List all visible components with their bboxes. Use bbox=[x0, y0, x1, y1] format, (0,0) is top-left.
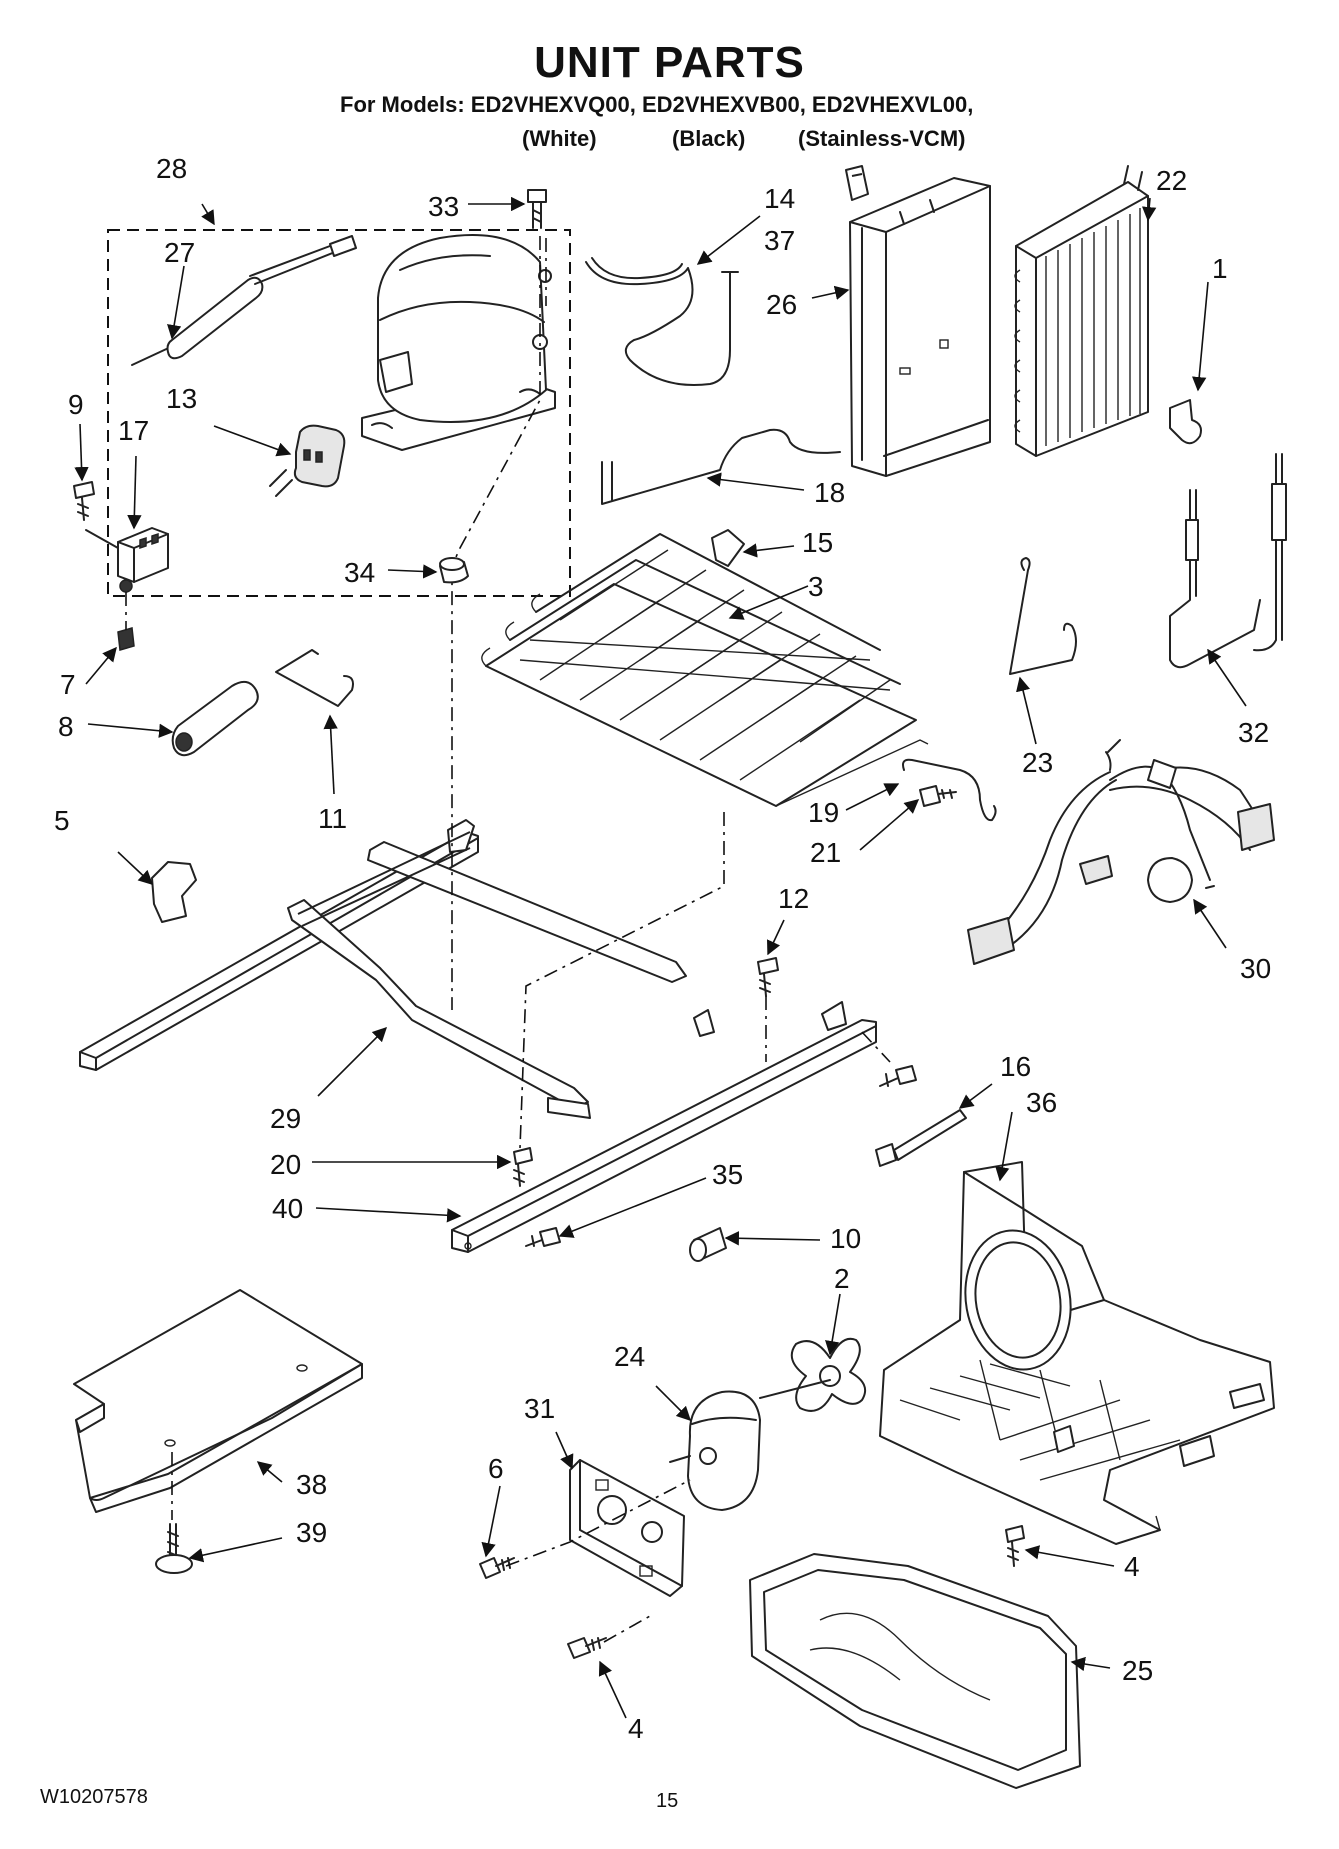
condenser-22-part bbox=[1014, 165, 1149, 457]
callout-34: 34 bbox=[344, 557, 375, 588]
callout-3: 3 bbox=[808, 571, 824, 602]
callout-23: 23 bbox=[1022, 747, 1053, 778]
callout-21: 21 bbox=[810, 837, 841, 868]
callout-36: 36 bbox=[1026, 1087, 1057, 1118]
callout-28: 28 bbox=[156, 153, 187, 184]
start-device-part bbox=[85, 527, 169, 593]
tube-19-part bbox=[902, 758, 997, 822]
cylinder-8-part bbox=[171, 680, 259, 757]
callout-5: 5 bbox=[54, 805, 70, 836]
align-screw4b bbox=[603, 1615, 651, 1643]
bracket-31-part bbox=[569, 1459, 685, 1597]
callout-4b: 4 bbox=[628, 1713, 644, 1744]
callout-4a: 4 bbox=[1124, 1551, 1140, 1582]
rail-40-part bbox=[451, 1001, 877, 1253]
callout-35: 35 bbox=[712, 1159, 743, 1190]
tie-16-part bbox=[875, 1109, 967, 1167]
panel-38-part bbox=[73, 1289, 363, 1513]
screw-21-part bbox=[919, 785, 957, 807]
callout-6: 6 bbox=[488, 1453, 504, 1484]
grommet-34-part bbox=[439, 557, 469, 584]
page-title: UNIT PARTS bbox=[534, 38, 805, 87]
callout-2: 2 bbox=[834, 1263, 850, 1294]
align-34 bbox=[451, 236, 541, 1010]
callout-24: 24 bbox=[614, 1341, 645, 1372]
callout-17: 17 bbox=[118, 415, 149, 446]
callout-20: 20 bbox=[270, 1149, 301, 1180]
screw-6-part bbox=[479, 1557, 515, 1579]
leader-lines bbox=[74, 196, 1247, 1719]
shroud-26-part bbox=[849, 177, 991, 477]
callout-14: 14 bbox=[764, 183, 795, 214]
screw-9-part bbox=[73, 481, 95, 521]
align-motor bbox=[505, 1479, 691, 1567]
evaporator-3-part bbox=[481, 533, 929, 807]
variant-stainless: (Stainless-VCM) bbox=[798, 126, 966, 151]
relay-part bbox=[269, 424, 346, 497]
models-line: For Models: ED2VHEXVQ00, ED2VHEXVB00, ED… bbox=[340, 92, 974, 117]
callout-27: 27 bbox=[164, 237, 195, 268]
screw-4b-part bbox=[567, 1637, 607, 1659]
align-frame-end bbox=[861, 1031, 891, 1063]
fan-motor-24-part bbox=[669, 1390, 761, 1511]
base-36-part bbox=[879, 1161, 1275, 1545]
screw-4a-part bbox=[1005, 1525, 1025, 1567]
callout-labels: 1 2 3 4 4 5 6 7 8 9 10 11 12 13 14 15 16… bbox=[54, 153, 1271, 1744]
callout-13: 13 bbox=[166, 383, 197, 414]
compressor-part bbox=[361, 234, 556, 451]
callout-30: 30 bbox=[1240, 953, 1271, 984]
callout-9: 9 bbox=[68, 389, 84, 420]
clip-15-part bbox=[711, 529, 745, 567]
harness-30-part bbox=[967, 739, 1275, 965]
variant-black: (Black) bbox=[672, 126, 746, 151]
bracket-5-part bbox=[151, 861, 197, 923]
screw-35-part bbox=[525, 1065, 917, 1247]
callout-15: 15 bbox=[802, 527, 833, 558]
callout-18: 18 bbox=[814, 477, 845, 508]
callout-29: 29 bbox=[270, 1103, 301, 1134]
callout-8: 8 bbox=[58, 711, 74, 742]
bolt-33-part bbox=[527, 189, 547, 229]
callout-22: 22 bbox=[1156, 165, 1187, 196]
callout-31: 31 bbox=[524, 1393, 555, 1424]
wire-11-part bbox=[275, 649, 354, 707]
callout-40: 40 bbox=[272, 1193, 303, 1224]
callout-38: 38 bbox=[296, 1469, 327, 1500]
page-number: 15 bbox=[656, 1790, 679, 1812]
callout-12: 12 bbox=[778, 883, 809, 914]
compressor-assembly-outline bbox=[107, 229, 571, 597]
screw-20-part bbox=[513, 1147, 533, 1187]
clip-1-part bbox=[1169, 399, 1202, 445]
document-code: W10207578 bbox=[40, 1786, 148, 1808]
callout-32: 32 bbox=[1238, 717, 1269, 748]
tube-14-part bbox=[585, 261, 739, 386]
callout-7: 7 bbox=[60, 669, 76, 700]
tube-18-part bbox=[601, 428, 841, 505]
frame-29-part bbox=[79, 819, 715, 1119]
callout-33: 33 bbox=[428, 191, 459, 222]
callout-37: 37 bbox=[764, 225, 795, 256]
callout-10: 10 bbox=[830, 1223, 861, 1254]
callout-26: 26 bbox=[766, 289, 797, 320]
clip-37-part bbox=[845, 165, 869, 201]
callout-19: 19 bbox=[808, 797, 839, 828]
grommet-10-part bbox=[689, 1227, 727, 1262]
wire-23-part bbox=[1009, 557, 1077, 675]
align-3 bbox=[519, 812, 725, 1149]
tube-32-part bbox=[1169, 453, 1287, 669]
drier-part bbox=[131, 235, 357, 366]
variant-white: (White) bbox=[522, 126, 597, 151]
screw-12-part bbox=[757, 957, 779, 997]
drain-pan-25-part bbox=[749, 1553, 1081, 1789]
callout-25: 25 bbox=[1122, 1655, 1153, 1686]
callout-1: 1 bbox=[1212, 253, 1228, 284]
callout-39: 39 bbox=[296, 1517, 327, 1548]
callout-11: 11 bbox=[318, 803, 347, 834]
block-7-part bbox=[117, 627, 135, 651]
callout-16: 16 bbox=[1000, 1051, 1031, 1082]
fan-blade-2-part bbox=[759, 1337, 866, 1412]
leveler-39-part bbox=[155, 1523, 193, 1574]
